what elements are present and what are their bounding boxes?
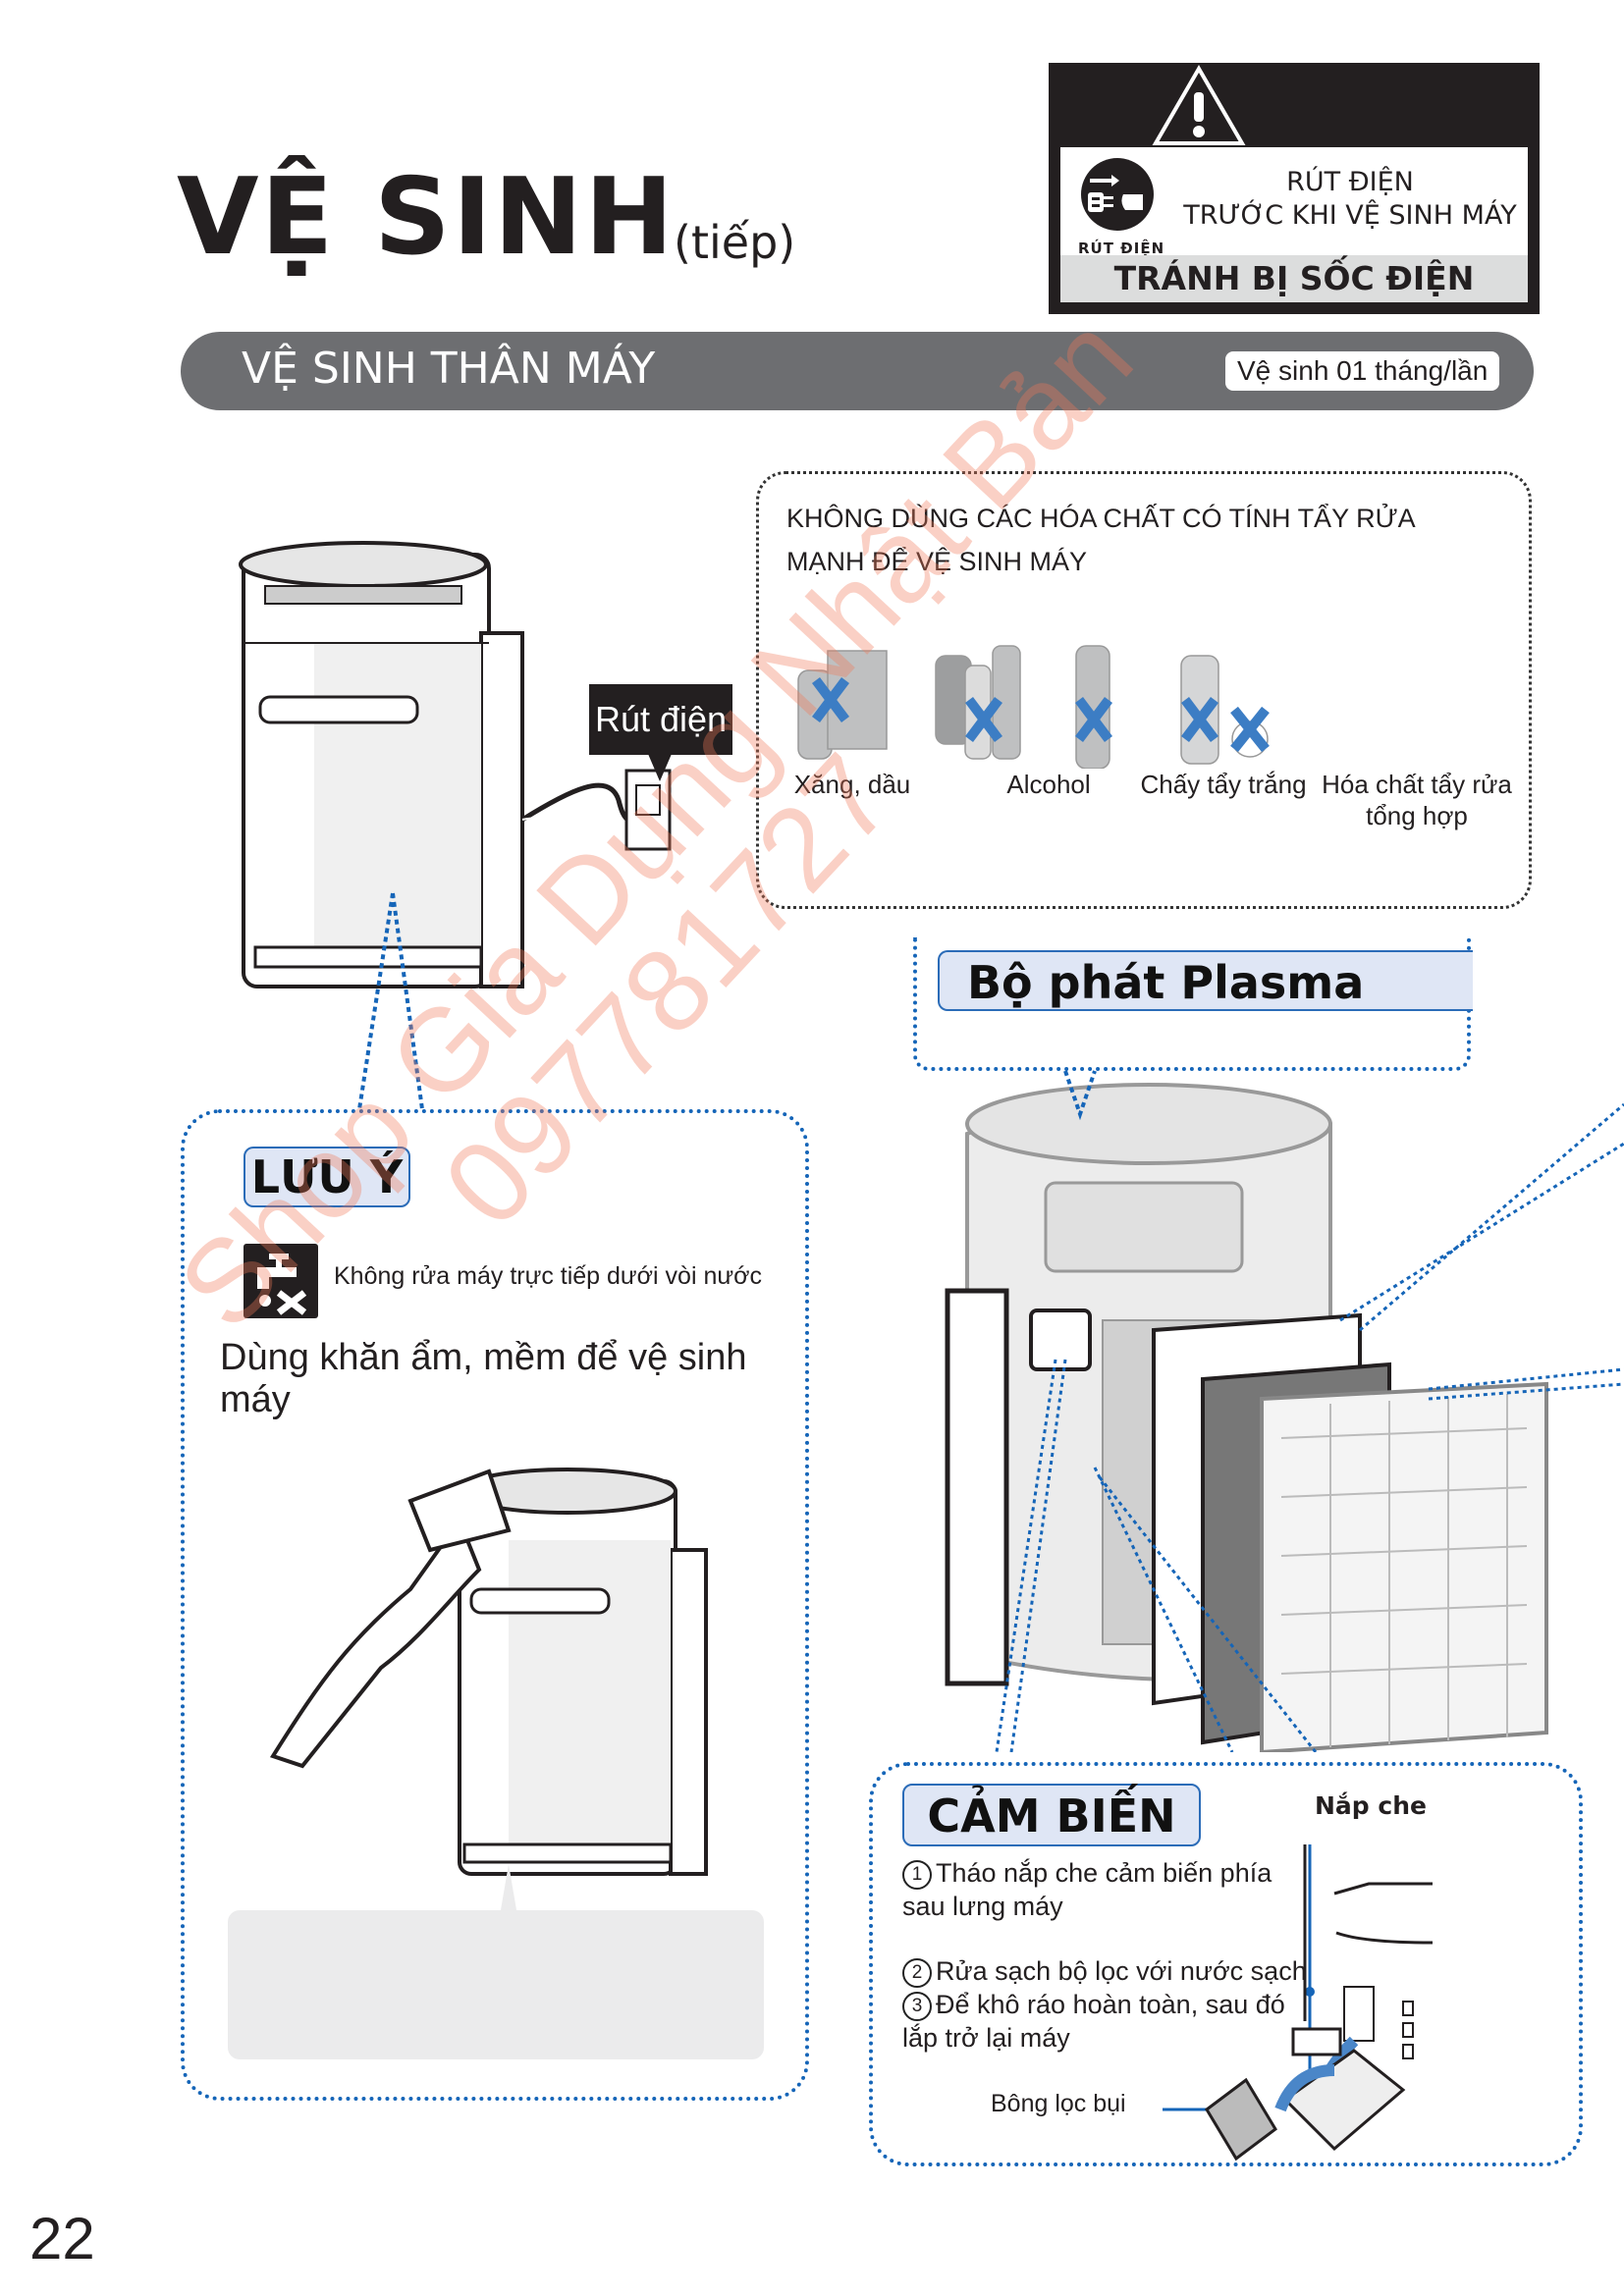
air-purifier-filters-illustration — [945, 1070, 1624, 1752]
step-number: 1 — [902, 1860, 932, 1890]
warning-line-2: TRƯỚC KHI VỆ SINH MÁY — [1183, 200, 1517, 231]
callout-pointer — [648, 754, 672, 781]
chemicals-heading-line1: KHÔNG DÙNG CÁC HÓA CHẤT CÓ TÍNH TẨY RỬA — [786, 504, 1416, 533]
chemical-label-gasoline: Xăng, dầu — [793, 770, 911, 799]
sensor-cover-illustration — [1163, 1844, 1434, 2162]
warning-band: TRÁNH BỊ SỐC ĐIỆN — [1060, 255, 1528, 302]
use-cloth-text: Dùng khăn ẩm, mềm để vệ sinh máy — [220, 1337, 747, 1420]
unplug-callout-label: Rút điện — [589, 684, 732, 755]
page-title-suffix: (tiếp) — [674, 216, 796, 269]
warning-box: RÚT ĐIỆN RÚT ĐIỆN TRƯỚC KHI VỆ SINH MÁY … — [1049, 63, 1540, 314]
page-number: 22 — [29, 2206, 95, 2271]
note-caption-area — [228, 1910, 764, 2059]
chemicals-warning-box: KHÔNG DÙNG CÁC HÓA CHẤT CÓ TÍNH TẨY RỬA … — [756, 471, 1532, 909]
unplug-icon-label: RÚT ĐIỆN — [1078, 240, 1165, 257]
unplug-icon — [1081, 158, 1159, 231]
step-number: 3 — [902, 1992, 932, 2021]
page-title: VỆ SINH — [177, 156, 676, 279]
no-water-text: Không rửa máy trực tiếp dưới vòi nước — [334, 1262, 762, 1290]
section-title: VỆ SINH THÂN MÁY — [242, 344, 656, 394]
sensor-tag: CẢM BIẾN — [902, 1784, 1201, 1846]
step-number: 2 — [902, 1958, 932, 1988]
note-callout-lines — [357, 892, 424, 1110]
note-box: LƯU Ý Không rửa máy trực tiếp dưới vòi n… — [181, 1109, 809, 2101]
chemical-products-illustration — [797, 645, 1270, 769]
warning-line-1: RÚT ĐIỆN — [1286, 167, 1414, 197]
chemical-label-bleach: Chấy tẩy trắng — [1140, 770, 1307, 799]
cover-label: Nắp che — [1315, 1791, 1427, 1820]
wiping-machine-illustration — [269, 1468, 708, 1913]
warning-triangle-icon — [1152, 65, 1246, 145]
step-text: Tháo nắp che cảm biến phía sau lưng máy — [902, 1858, 1272, 1921]
no-water-tap-icon — [244, 1244, 318, 1318]
step-text: Rửa sạch bộ lọc với nước sạch — [936, 1956, 1307, 1986]
section-header-bar: VỆ SINH THÂN MÁY Vệ sinh 01 tháng/lần — [181, 332, 1534, 410]
step-text: Để khô ráo hoàn toàn, sau đó lắp trở lại… — [902, 1990, 1285, 2053]
chemicals-heading-line2: MẠNH ĐỂ VỆ SINH MÁY — [786, 547, 1088, 576]
plasma-tag: Bộ phát Plasma — [938, 950, 1473, 1011]
note-tag: LƯU Ý — [244, 1147, 410, 1207]
chemical-label-alcohol: Alcohol — [1006, 770, 1091, 799]
frequency-badge: Vệ sinh 01 tháng/lần — [1225, 351, 1500, 391]
dust-filter-label: Bông lọc bụi — [991, 2090, 1126, 2117]
warning-panel: RÚT ĐIỆN RÚT ĐIỆN TRƯỚC KHI VỆ SINH MÁY … — [1060, 147, 1528, 302]
air-purifier-unplug-illustration — [239, 541, 672, 988]
chemical-label-detergent: Hóa chất tẩy rửa tổng hợp — [1322, 770, 1512, 830]
